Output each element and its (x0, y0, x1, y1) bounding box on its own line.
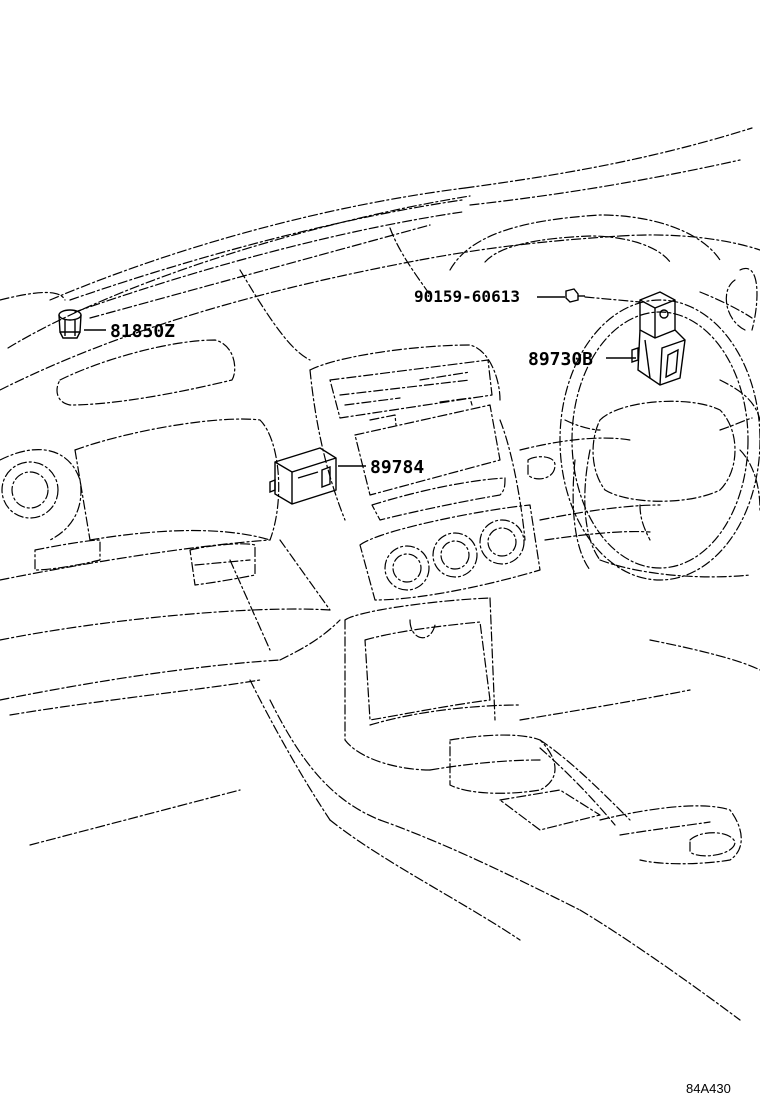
dashboard-outline (0, 127, 760, 1021)
steering-wheel (559, 299, 760, 581)
bolt-part-number: 90159-60613 (414, 287, 520, 306)
receiver-module-part-number: 89730B (528, 349, 593, 370)
buzzer-part-number: 81850Z (110, 321, 175, 342)
receiver-module-part (631, 291, 686, 386)
bolt-part (565, 288, 641, 303)
door-control-module-part-number: 89784 (370, 457, 424, 478)
door-control-module-part (269, 447, 337, 505)
figure-code: 84A430 (686, 1081, 731, 1096)
buzzer-part (58, 309, 82, 339)
